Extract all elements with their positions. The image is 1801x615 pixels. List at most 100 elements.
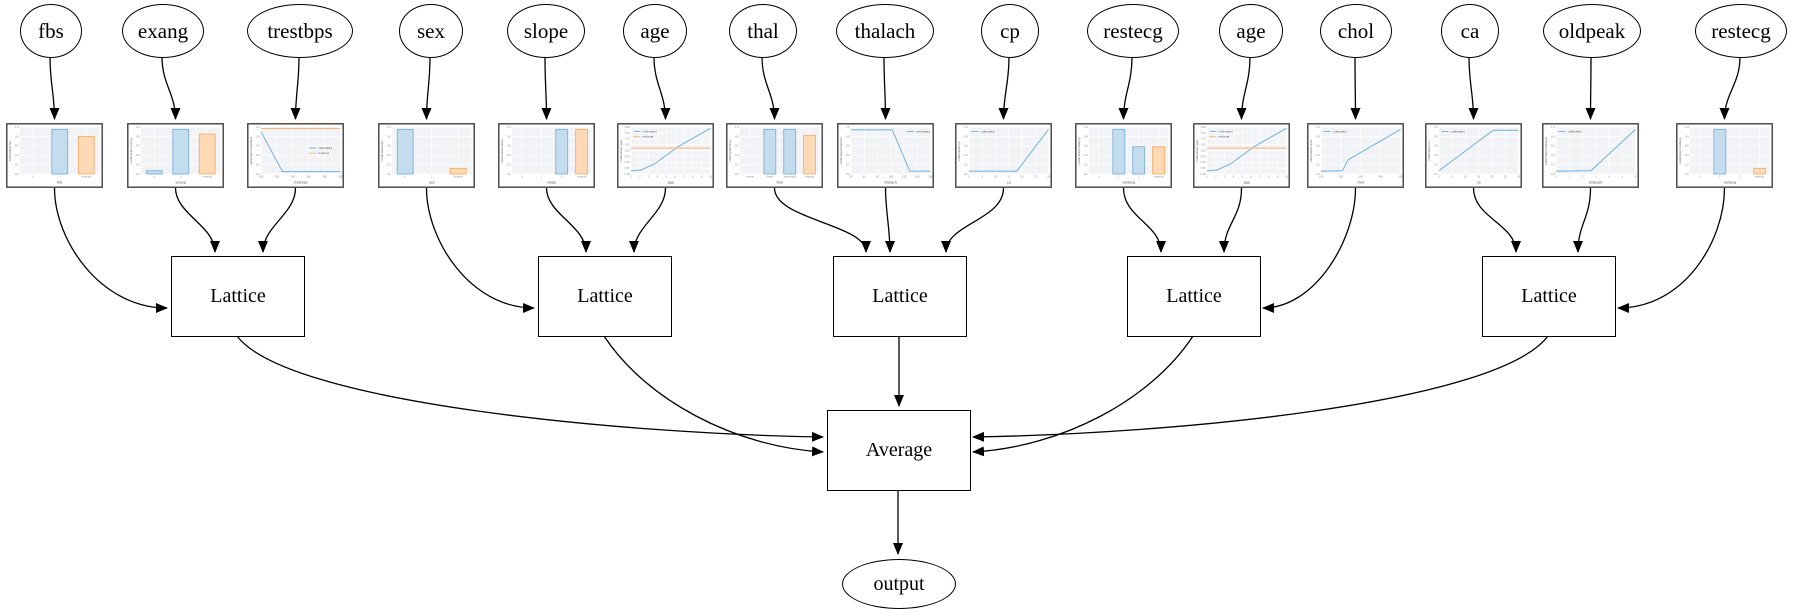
x-tick-label: 0 — [1438, 175, 1440, 178]
edge-arrow — [258, 187, 297, 253]
y-axis-label: calibrated thalach — [839, 137, 843, 164]
feature-node-exang: exang — [122, 4, 204, 58]
x-tick-label: 10 — [1285, 175, 1289, 178]
x-tick-label: 100 — [259, 175, 264, 178]
series-line-calibrated — [630, 127, 711, 172]
x-axis-label: fbs — [57, 181, 62, 185]
x-tick-label: 0 — [521, 175, 523, 178]
feature-node-restecg-2: restecg — [1695, 4, 1787, 58]
y-tick-label: 0.6 — [256, 145, 260, 148]
y-tick-label: 0.2 — [1551, 164, 1555, 167]
y-tick-label: 1.75 — [1200, 132, 1206, 135]
edge-arrow — [541, 56, 552, 120]
edge-arrow — [1236, 56, 1251, 120]
x-tick-label: 3 — [648, 175, 650, 178]
x-tick-label: 0 — [968, 175, 970, 178]
bar-blue — [145, 170, 163, 175]
x-tick-label: 9 — [1277, 175, 1279, 178]
legend-label: missing — [1219, 135, 1230, 139]
edge-arrow — [1585, 56, 1596, 120]
x-tick-label: missing — [203, 175, 213, 178]
series-line-calibrated — [1320, 128, 1401, 172]
y-tick-label: 1.0 — [1434, 126, 1438, 129]
x-tick-label: 5 — [666, 175, 668, 178]
y-tick-label: 0.4 — [15, 154, 19, 157]
x-tick-label: 160 — [928, 175, 933, 178]
x-tick-label: 180 — [322, 175, 327, 178]
x-tick-label: 0 — [1555, 175, 1557, 178]
feature-label: ca — [1460, 18, 1480, 43]
feature-node-age-2: age — [1219, 4, 1283, 58]
x-tick-label: 4 — [1233, 175, 1235, 178]
bar-blue — [763, 128, 777, 175]
x-tick-label: missing — [577, 175, 587, 178]
lattice-label: Lattice — [1166, 285, 1222, 307]
y-axis-label: calibrated fbs — [8, 140, 12, 161]
y-tick-label: 0.4 — [387, 154, 391, 157]
x-tick-label: 0 — [32, 175, 34, 178]
y-tick-label: 0.2 — [1316, 164, 1320, 167]
x-axis-label: restecg — [1122, 181, 1135, 185]
x-tick-label: 20 — [1490, 175, 1494, 178]
y-axis-label: calibrated trestbps — [249, 136, 253, 165]
x-tick-label: 5 — [981, 175, 983, 178]
y-axis-label: calibrated slope — [500, 139, 504, 163]
x-tick-label: missing — [1154, 175, 1164, 178]
feature-label: thalach — [854, 18, 916, 43]
y-tick-label: 0.0 — [846, 173, 850, 176]
y-tick-label: 0.8 — [387, 135, 391, 138]
bar-orange — [198, 133, 216, 175]
x-tick-label: 1 — [1568, 175, 1570, 178]
x-tick-label: reversible — [784, 175, 796, 178]
x-tick-label: 7 — [683, 175, 685, 178]
feature-node-age: age — [623, 4, 687, 58]
y-tick-label: 0.0 — [1084, 173, 1088, 176]
x-tick-label: 6 — [674, 175, 676, 178]
y-axis-label: calibrated age — [619, 140, 623, 162]
y-tick-label: 0.6 — [136, 145, 140, 148]
feature-label: sex — [417, 18, 445, 43]
x-tick-label: 1 — [1206, 175, 1208, 178]
y-tick-label: 0.4 — [1434, 154, 1438, 157]
legend-label: calibrated — [1568, 130, 1582, 134]
y-tick-label: 1.0 — [846, 126, 850, 129]
output-label: output — [873, 573, 925, 595]
bar-blue — [1713, 128, 1727, 175]
bar-blue — [172, 128, 190, 175]
lattice-label: Lattice — [210, 285, 266, 307]
x-axis-label: sex — [429, 181, 435, 185]
edge-arrow — [236, 335, 824, 442]
feature-label: restecg — [1711, 18, 1771, 43]
x-tick-label: 200 — [1339, 175, 1344, 178]
y-tick-label: 0.4 — [136, 154, 140, 157]
x-tick-label: fixed — [767, 175, 773, 178]
y-axis-label: calibrated oldpeak — [1544, 137, 1548, 165]
y-tick-label: 1.00 — [624, 149, 630, 152]
x-tick-label: 1 — [431, 175, 433, 178]
y-tick-label: 0.2 — [1084, 164, 1088, 167]
y-tick-label: 0.4 — [964, 154, 968, 157]
y-tick-label: 0.2 — [507, 164, 511, 167]
x-tick-label: 0 — [404, 175, 406, 178]
y-axis-label: calibrated chol — [1309, 140, 1313, 162]
x-tick-label: 0 — [153, 175, 155, 178]
y-tick-label: 1.0 — [1685, 126, 1689, 129]
feature-label: oldpeak — [1558, 18, 1626, 43]
y-tick-label: 1.25 — [1200, 144, 1206, 147]
feature-node-oldpeak: oldpeak — [1543, 4, 1641, 58]
y-tick-label: 0.6 — [507, 145, 511, 148]
y-tick-label: 0.4 — [1685, 154, 1689, 157]
y-tick-label: 0.75 — [1200, 155, 1206, 158]
y-tick-label: 0.6 — [964, 145, 968, 148]
bar-blue — [51, 128, 69, 175]
legend-label: calibrated — [643, 130, 657, 134]
x-tick-label: missing — [454, 175, 464, 178]
x-tick-label: 15 — [1477, 175, 1481, 178]
bar-orange — [77, 135, 95, 175]
bar-orange — [575, 128, 588, 175]
feature-node-ca: ca — [1441, 4, 1499, 58]
